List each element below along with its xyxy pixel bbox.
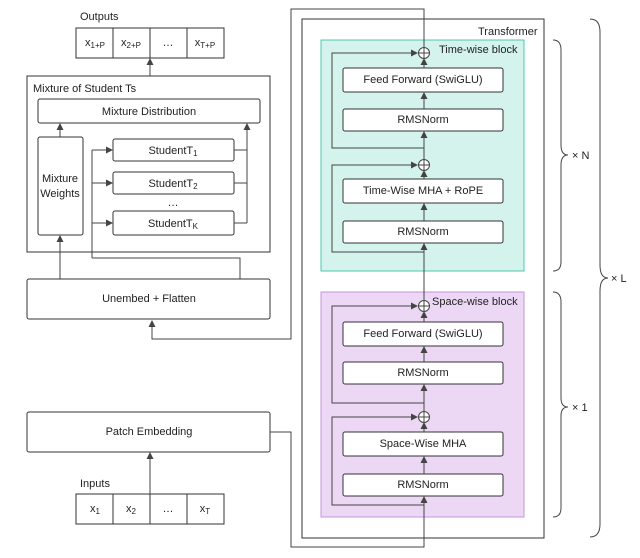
embedding-to-transformer-connector [270, 431, 425, 548]
repeat-n-label: × N [572, 150, 589, 162]
add-icon [418, 159, 430, 171]
inputs-label: Inputs [80, 478, 110, 490]
brace-l [589, 18, 609, 538]
unembed-flatten-label: Unembed + Flatten [102, 293, 196, 305]
output-cell-last: xT+P [195, 37, 215, 50]
transformer-connectors [331, 40, 428, 506]
space-norm2-label: RMSNorm [397, 367, 448, 379]
add-icon [418, 47, 430, 59]
outputs-label: Outputs [80, 11, 119, 23]
mixture-weights-label-1: Mixture [42, 173, 78, 185]
mixture-frame [26, 75, 271, 253]
outputs-row: x1+P x2+P … xT+P [75, 27, 225, 59]
time-block-title: Time-wise block [439, 44, 518, 56]
brace-one [552, 291, 569, 518]
student-t-1-label: StudentT1 [148, 145, 198, 158]
space-norm1-label: RMSNorm [397, 479, 448, 491]
space-block-title: Space-wise block [432, 296, 518, 308]
transformer-frame [301, 18, 545, 539]
mixture-connectors [56, 58, 251, 279]
add-icon [418, 300, 430, 312]
add-icon [418, 411, 430, 423]
student-t-ellipsis: … [168, 197, 179, 209]
transformer-title: Transformer [478, 26, 538, 38]
brace-n [552, 39, 569, 272]
inputs-row: x1 x2 … xT [75, 493, 225, 525]
mixture-weights-label-2: Weights [40, 188, 80, 200]
time-mha-label: Time-Wise MHA + RoPE [363, 185, 483, 197]
output-cell-1: x1+P [85, 37, 105, 50]
input-cell-last: xT [200, 503, 211, 516]
input-cell-ellipsis: … [163, 503, 174, 515]
space-ff-label: Feed Forward (SwiGLU) [363, 328, 482, 340]
residual-adders [418, 47, 430, 423]
time-norm2-label: RMSNorm [397, 114, 448, 126]
time-ff-label: Feed Forward (SwiGLU) [363, 74, 482, 86]
repeat-one-label: × 1 [572, 402, 588, 414]
mixture-distribution-label: Mixture Distribution [102, 106, 196, 118]
input-cell-2: x2 [126, 503, 137, 516]
time-norm1-label: RMSNorm [397, 226, 448, 238]
student-t-2-label: StudentT2 [148, 178, 198, 191]
mixture-distribution-box [37, 98, 261, 124]
output-cell-2: x2+P [121, 37, 141, 50]
repeat-l-label: × L [611, 273, 627, 285]
output-cell-ellipsis: … [163, 37, 174, 49]
space-mha-label: Space-Wise MHA [380, 438, 467, 450]
input-cell-1: x1 [90, 503, 101, 516]
mixture-title: Mixture of Student Ts [33, 83, 137, 95]
repeat-braces: × N × 1 × L [552, 18, 627, 538]
transformer-to-unembed-connector [148, 8, 425, 340]
mixture-weights-box [37, 136, 84, 236]
patch-embedding-label: Patch Embedding [106, 426, 193, 438]
student-t-k-label: StudentTK [148, 218, 199, 231]
unembed-flatten-box [26, 278, 271, 320]
